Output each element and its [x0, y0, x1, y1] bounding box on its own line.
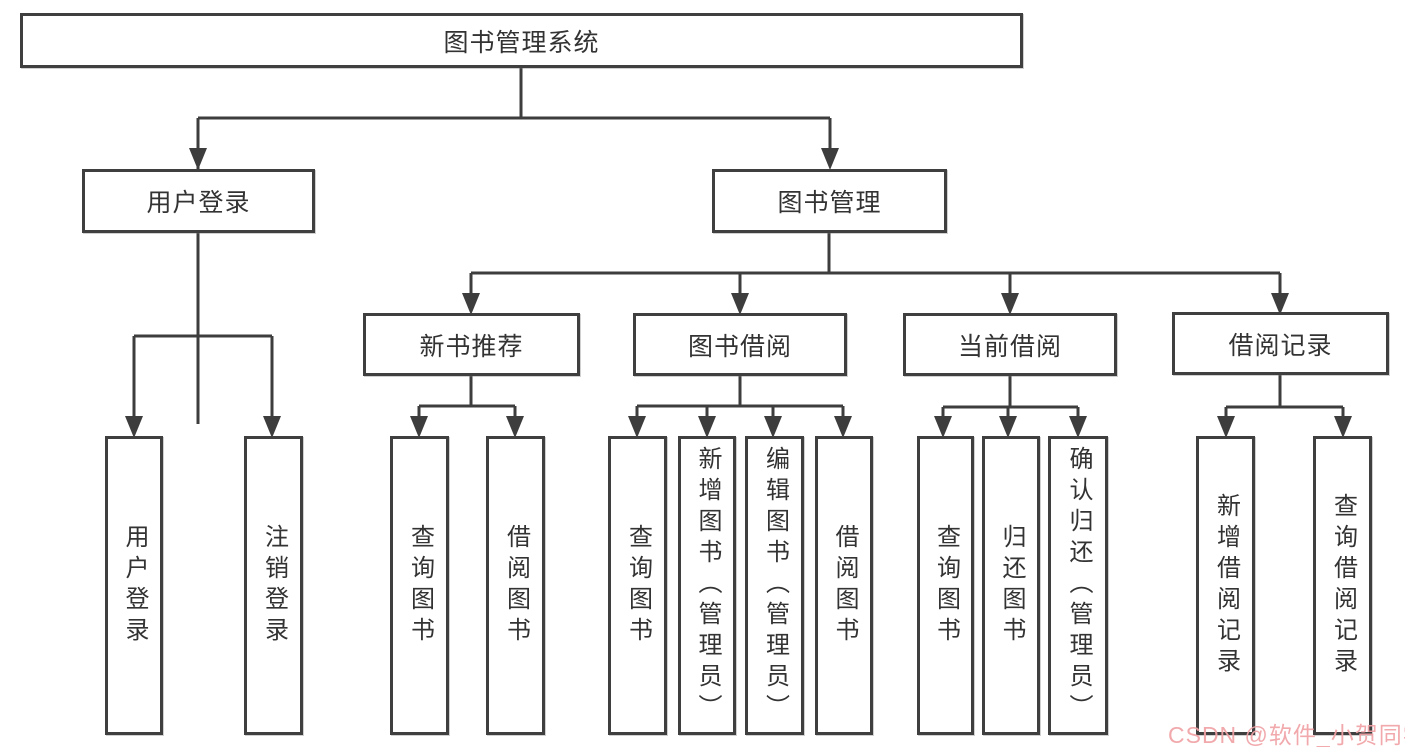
connector-bookmgmt-to-level3	[469, 233, 1282, 306]
leaf-records-add-label: 新增借阅记录	[1212, 492, 1240, 679]
node-book-mgmt-label: 图书管理	[777, 189, 882, 217]
arrow-to-user-login	[189, 148, 207, 170]
leaf-newbooks-query: 查询图书	[390, 436, 449, 735]
leaf-records-query: 查询借阅记录	[1313, 436, 1372, 735]
leaf-newbooks-borrow-label: 借阅图书	[502, 523, 530, 648]
leaf-user-login-label: 用户登录	[121, 523, 148, 648]
leaf-current-confirm-admin-label: 确认归还（管理员）	[1065, 446, 1092, 725]
leaf-borrow-edit-admin-label: 编辑图书（管理员）	[761, 446, 789, 725]
arrow-to-leaf-borrow-books-2	[834, 416, 852, 438]
arrow-to-current-borrow	[1001, 293, 1019, 315]
arrow-to-leaf-return-book	[999, 416, 1017, 438]
node-user-login: 用户登录	[82, 169, 315, 233]
node-current-borrow: 当前借阅	[903, 313, 1117, 376]
connector-userlogin-to-leaves	[132, 233, 274, 428]
node-root-label: 图书管理系统	[443, 28, 600, 57]
connector-newbooks-to-leaves	[417, 376, 517, 428]
node-book-borrow-label: 图书借阅	[687, 332, 792, 361]
csdn-watermark: CSDN @软件_小贺同学	[1168, 722, 1405, 747]
leaf-current-return: 归还图书	[982, 436, 1040, 735]
arrow-to-book-mgmt	[821, 148, 839, 170]
leaf-current-query: 查询图书	[917, 436, 974, 735]
arrow-to-book-borrow	[731, 293, 749, 315]
leaf-user-login: 用户登录	[105, 436, 163, 735]
node-new-books: 新书推荐	[363, 313, 580, 376]
arrow-to-leaf-query-record	[1334, 416, 1352, 438]
leaf-newbooks-query-label: 查询图书	[406, 523, 434, 648]
leaf-current-confirm-admin: 确认归还（管理员）	[1048, 436, 1108, 735]
arrow-to-leaf-edit-book	[764, 416, 782, 438]
leaf-current-query-label: 查询图书	[932, 523, 960, 648]
arrow-to-leaf-borrow-books-1	[506, 416, 524, 438]
arrow-to-leaf-query-books-3	[934, 416, 952, 438]
leaf-borrow-add-admin: 新增图书（管理员）	[678, 436, 736, 735]
node-book-mgmt: 图书管理	[712, 169, 947, 233]
leaf-borrow-borrow-label: 借阅图书	[831, 523, 858, 648]
leaf-newbooks-borrow: 借阅图书	[486, 436, 545, 735]
arrow-to-leaf-add-book	[698, 416, 716, 438]
arrow-to-leaf-confirm-return	[1069, 416, 1087, 438]
node-root: 图书管理系统	[20, 13, 1023, 68]
leaf-borrow-borrow: 借阅图书	[815, 436, 873, 735]
connector-borrowrecords-to-leaves	[1224, 374, 1345, 428]
node-book-borrow: 图书借阅	[633, 313, 847, 376]
arrow-to-leaf-add-record	[1217, 416, 1235, 438]
leaf-borrow-query-label: 查询图书	[624, 523, 652, 648]
node-borrow-records-label: 借阅记录	[1228, 331, 1333, 360]
arrow-to-leaf-user-login	[125, 416, 143, 438]
node-current-borrow-label: 当前借阅	[957, 332, 1062, 361]
leaf-borrow-add-admin-label: 新增图书（管理员）	[694, 446, 721, 725]
node-borrow-records: 借阅记录	[1172, 312, 1389, 375]
leaf-current-return-label: 归还图书	[998, 523, 1025, 648]
connector-currentborrow-to-leaves	[941, 376, 1080, 428]
node-new-books-label: 新书推荐	[419, 332, 524, 361]
leaf-borrow-edit-admin: 编辑图书（管理员）	[745, 436, 804, 735]
arrow-to-new-books	[462, 293, 480, 315]
leaf-records-add: 新增借阅记录	[1196, 436, 1255, 735]
arrow-to-leaf-logout	[263, 416, 281, 438]
leaf-borrow-query: 查询图书	[608, 436, 667, 735]
arrow-to-leaf-query-books-1	[410, 416, 428, 438]
arrow-to-leaf-query-books-2	[628, 416, 646, 438]
node-user-login-label: 用户登录	[146, 189, 251, 217]
leaf-records-query-label: 查询借阅记录	[1329, 492, 1357, 679]
leaf-logout: 注销登录	[244, 436, 303, 735]
connector-bookborrow-to-leaves	[635, 376, 845, 428]
leaf-logout-label: 注销登录	[260, 523, 288, 648]
